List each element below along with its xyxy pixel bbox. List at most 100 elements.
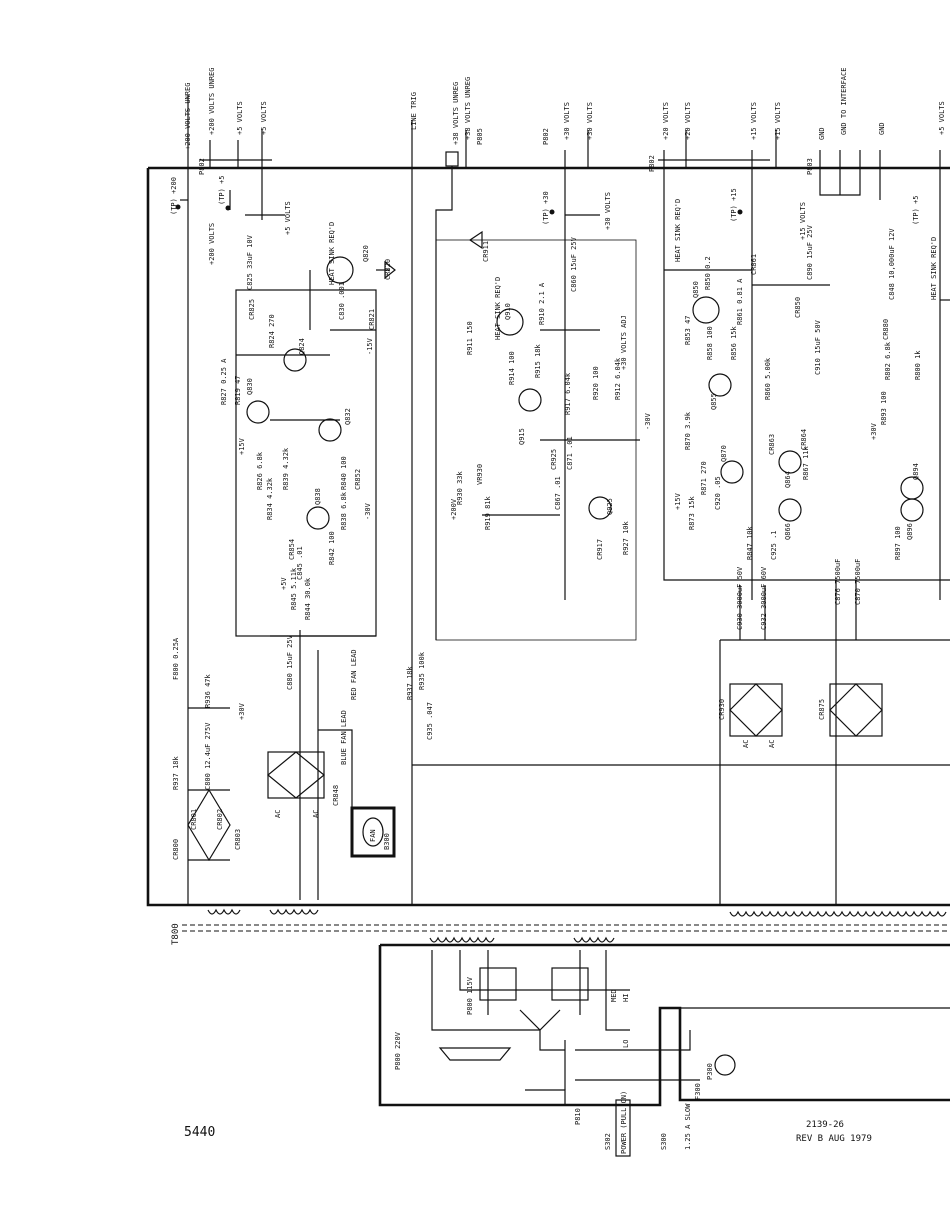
p800-115v: P800 115V	[466, 976, 474, 1015]
regulator-15v-block	[664, 269, 950, 522]
r927-label: R927 10k	[622, 520, 630, 555]
bridge-cr800-cr803	[187, 707, 231, 862]
c932-label: C932 3000uF 60V	[760, 566, 768, 630]
supply-5v-a: +5V	[280, 577, 288, 590]
r919-label: R919 81k	[484, 495, 492, 530]
fan-b300	[350, 806, 396, 858]
q824-label: Q824	[298, 338, 306, 355]
heat-sink-note-2: HEAT SINK REQ'D	[494, 277, 502, 340]
q832-label: Q832	[344, 408, 352, 425]
q850-label: Q850	[692, 281, 700, 298]
rail-5v-a: +5 VOLTS	[284, 201, 292, 235]
cr911-label: CR911	[482, 241, 490, 262]
label-5v-1: +5 VOLTS	[236, 101, 244, 135]
cr861-label: CR861	[750, 254, 758, 275]
red-fan-lead: RED FAN LEAD	[350, 649, 358, 700]
bridge-cr848	[267, 751, 325, 799]
r844-label: R844 30.0k	[304, 577, 312, 620]
r834-label: R834 4.32k	[266, 477, 274, 520]
switch-s302: S302	[604, 1133, 612, 1150]
heat-sink-note-3: HEAT SINK REQ'D	[674, 199, 682, 262]
cr848-label: CR848	[332, 785, 340, 806]
blue-fan-lead: BLUE FAN LEAD	[340, 710, 348, 765]
r860-label: R860 5.00k	[764, 357, 772, 400]
cr854-label: CR854	[288, 539, 296, 560]
label-30v-2: +30 VOLTS	[586, 102, 594, 140]
label-line-trig: LINE TRIG	[410, 92, 418, 130]
r847-label: R847 10k	[746, 525, 754, 560]
p800-220v: P800 220V	[394, 1031, 402, 1070]
label-5v-2: +5 VOLTS	[260, 101, 268, 135]
top-connector-p802-right	[658, 130, 950, 600]
label-5v-right: +5 VOLTS	[938, 101, 946, 135]
transistor-q910-symbol	[496, 308, 524, 336]
r896-label: R802 6.8k	[884, 341, 892, 380]
rail-15v: +15 VOLTS	[799, 202, 807, 240]
tap-med: MED	[610, 989, 618, 1002]
label-15v-2: +15 VOLTS	[774, 102, 782, 140]
r915-label: R915 18k	[534, 343, 542, 378]
r911-label: R911 150	[466, 321, 474, 355]
r867-label: R867 11k	[802, 445, 810, 480]
fan-ref: B300	[383, 833, 391, 850]
q894-label: Q894	[912, 463, 920, 480]
q820-label: Q820	[362, 245, 370, 262]
r856-label: R856 15k	[730, 325, 738, 360]
r910-label: R910 2.1 A	[538, 282, 546, 325]
r895-label: R800 1k	[914, 350, 922, 380]
r819-label: R819 47	[234, 375, 242, 405]
c876-label: C876 7500uF	[834, 559, 842, 605]
r870-label: R870 3.9k	[684, 411, 692, 450]
supply-30v-a: +30V	[238, 702, 246, 720]
transistor-q850-symbol	[692, 296, 720, 324]
power-switch-box	[615, 1099, 631, 1157]
top-connector-p802-mid	[549, 130, 600, 600]
transistor-q866-symbol	[778, 498, 802, 522]
connector-p802-a: P802	[198, 158, 206, 175]
cr825-label: CR825	[248, 299, 256, 320]
cr880-label: CR880	[882, 319, 890, 340]
c935-label: C935 .047	[426, 702, 434, 740]
tp-5-right: (TP) +5	[912, 195, 920, 225]
fuse-f300-rating: 1.25 A SLOW	[684, 1103, 692, 1150]
connector-p802-c: P802	[648, 155, 656, 172]
transistor-q864-symbol	[778, 450, 802, 474]
revision-note: REV B AUG 1979	[796, 1134, 872, 1144]
supply-30v-c: +30V	[870, 422, 878, 440]
cr864-label: CR864	[800, 429, 808, 450]
c925-label: C867 .01	[554, 476, 562, 510]
power-switch-label: POWER (PULL ON)	[620, 1091, 628, 1154]
c825-label: C825 33uF 10V	[246, 234, 254, 290]
r871-label: R871 270	[700, 461, 708, 495]
tap-hi: HI	[622, 994, 630, 1002]
connector-p802-b: P802	[542, 128, 550, 145]
ac-label-1: AC	[274, 810, 282, 818]
q864-label: Q864	[784, 471, 792, 488]
label-20v-1: +20 VOLTS	[662, 102, 670, 140]
c860-label: C910 15uF 50V	[814, 319, 822, 375]
label-38v-unreg-2: +38 VOLTS UNREG	[464, 77, 472, 140]
plug-p300: P300	[706, 1063, 714, 1080]
transistor-q870-symbol	[720, 460, 744, 484]
r912-label: R912 6.04k	[614, 357, 622, 400]
r914-label: R914 100	[508, 351, 516, 385]
r936-label: R937 18k	[406, 665, 414, 700]
cr850-label: CR850	[794, 297, 802, 318]
q855-label: Q855	[710, 393, 718, 410]
label-15v-1: +15 VOLTS	[750, 102, 758, 140]
r826-label: R826 6.8k	[256, 451, 264, 490]
supply-30v-b: +15V	[674, 492, 682, 510]
c930-label: C930 3000uF 50V	[736, 566, 744, 630]
transistor-q855-symbol	[708, 373, 732, 397]
transformer-t800	[207, 908, 947, 943]
label-200v-unreg-1: +200 VOLTS UNREG	[184, 83, 192, 150]
c830-label: C830 .001	[338, 282, 346, 320]
fuse-f300: F300	[694, 1083, 702, 1100]
drawing-id: 5440	[184, 1125, 216, 1140]
ac-label-2: AC	[312, 810, 320, 818]
rail-200v: +200 VOLTS	[208, 223, 216, 265]
fuse-f800: F800 0.25A	[172, 637, 180, 680]
r800-label: R937 18k	[172, 755, 180, 790]
r897-label: R897 100	[894, 526, 902, 560]
